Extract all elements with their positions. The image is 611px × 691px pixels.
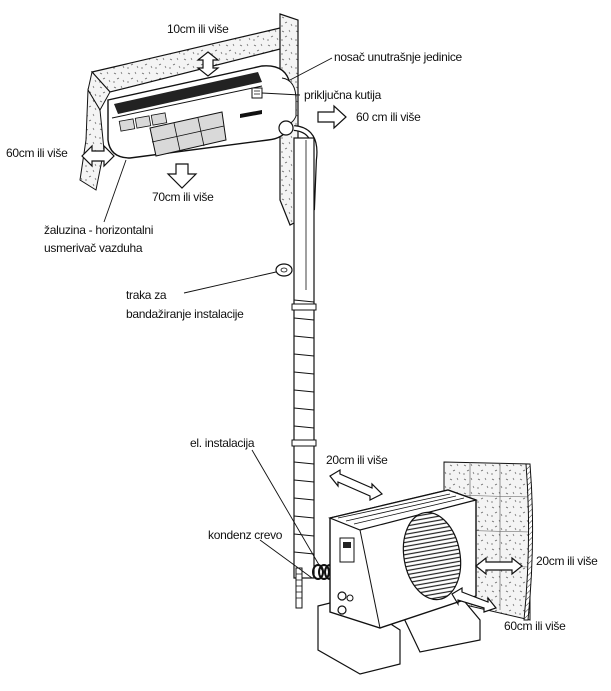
label-tape-line1: traka za xyxy=(126,288,167,302)
arrow-front-outdoor xyxy=(451,586,498,613)
left-wall xyxy=(79,88,105,191)
arrow-top-outdoor xyxy=(329,468,384,501)
label-clearance-back-outdoor: 20cm ili više xyxy=(536,554,598,568)
label-clearance-top-outdoor: 20cm ili više xyxy=(326,453,388,467)
indoor-unit xyxy=(107,65,297,159)
label-terminal-box: priključna kutija xyxy=(304,88,381,102)
label-electrical: el. instalacija xyxy=(190,436,255,450)
label-clearance-front-outdoor: 60cm ili više xyxy=(504,619,566,633)
arrow-left-indoor xyxy=(81,144,115,168)
label-clearance-right-indoor: 60 cm ili više xyxy=(356,110,421,124)
air-filter xyxy=(149,111,227,157)
clearance-arrows xyxy=(81,51,523,613)
leader-lines xyxy=(103,57,333,579)
arrow-top-indoor xyxy=(196,51,220,77)
arrow-back-outdoor xyxy=(475,556,523,576)
label-clearance-top-indoor: 10cm ili više xyxy=(167,22,229,36)
tape-roll xyxy=(275,263,293,277)
label-louver-line1: žaluzina - horizontalni xyxy=(44,223,154,237)
label-clearance-bottom-indoor: 70cm ili više xyxy=(152,190,214,204)
arrow-right-indoor xyxy=(317,104,347,130)
label-louver-line2: usmerivač vazduha xyxy=(44,241,143,255)
terminal-box xyxy=(251,87,263,99)
ceiling-slab xyxy=(87,27,293,111)
outdoor-unit xyxy=(317,489,481,675)
label-indoor-mount: nosač unutrašnje jedinice xyxy=(334,50,462,64)
label-tape-line2: bandažiranje instalacije xyxy=(126,307,244,321)
label-clearance-left-indoor: 60cm ili više xyxy=(6,146,68,160)
label-drain-hose: kondenz crevo xyxy=(208,528,283,542)
arrow-bottom-indoor xyxy=(166,163,198,189)
